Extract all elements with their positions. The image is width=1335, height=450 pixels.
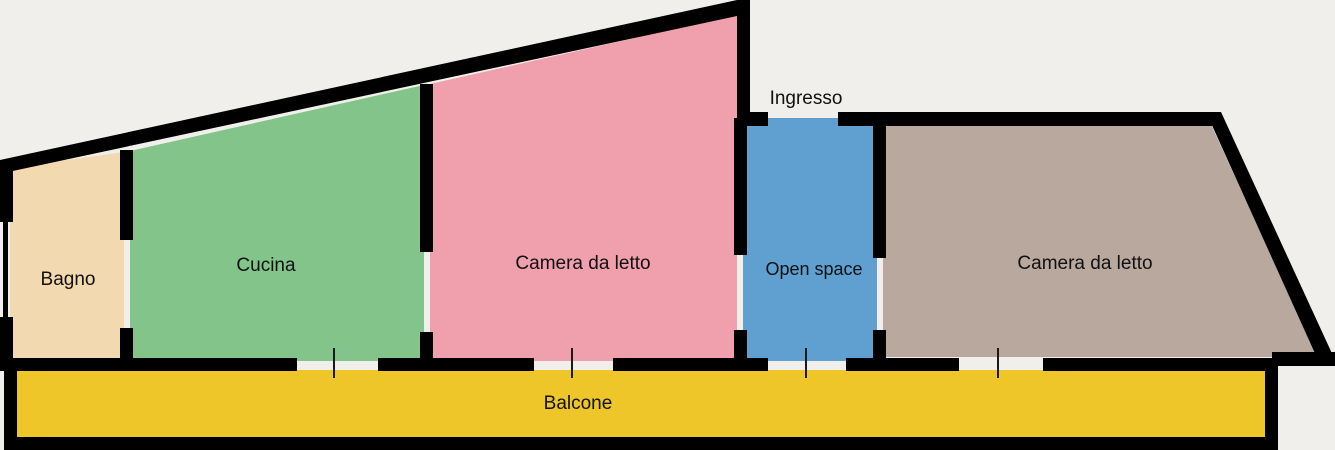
- wall-bagno-cucina-upper: [120, 150, 133, 240]
- wall-top-right-room: [878, 112, 1212, 126]
- wall-bagno-cucina-lower: [120, 328, 133, 364]
- wall-right-bottom-stub: [1272, 352, 1335, 366]
- room-label-open-space: Open space: [765, 259, 862, 279]
- annotations: Ingresso: [770, 88, 843, 109]
- room-shape-camera-da-letto-2[interactable]: [883, 118, 1318, 357]
- room-shape-camera-da-letto-1[interactable]: [430, 15, 737, 361]
- room-label-cucina: Cucina: [236, 255, 296, 276]
- wall-left-outer-lower: [0, 317, 13, 370]
- wall-camera1-openspace-upper: [734, 118, 747, 255]
- room-label-camera-da-letto-1: Camera da letto: [515, 253, 650, 274]
- wall-openspace-camera2-lower: [873, 330, 886, 364]
- room-label-camera-da-letto-2: Camera da letto: [1017, 253, 1152, 274]
- window-left-bagno: [3, 222, 8, 317]
- wall-gable-right: [737, 0, 750, 126]
- wall-cucina-camera1-lower: [420, 332, 433, 364]
- wall-camera1-openspace-lower: [734, 330, 747, 364]
- annotation-label-ingresso: Ingresso: [770, 88, 843, 109]
- wall-bottom-seg-4: [846, 358, 959, 371]
- wall-bottom-seg-5: [1043, 358, 1278, 371]
- room-shape-bagno[interactable]: [10, 152, 124, 361]
- door-openings: [333, 348, 999, 378]
- room-label-balcone: Balcone: [544, 393, 613, 414]
- room-shape-balcone[interactable]: [16, 370, 1272, 441]
- wall-balcone-left: [4, 361, 17, 446]
- wall-openspace-camera2-upper: [873, 118, 886, 258]
- wall-bottom-seg-3: [613, 358, 768, 371]
- room-shape-open-space[interactable]: [743, 118, 877, 361]
- room-shape-cucina[interactable]: [130, 85, 424, 361]
- wall-cucina-camera1-upper: [420, 84, 433, 252]
- wall-balcone-right: [1265, 361, 1278, 446]
- wall-left-outer-upper: [0, 160, 13, 222]
- wall-balcone-bottom: [4, 437, 1278, 450]
- room-fills: [10, 15, 1318, 441]
- room-labels: Bagno Cucina Camera da letto Open space …: [41, 253, 1153, 414]
- wall-top-sloped-left: [0, 0, 737, 172]
- wall-right-sloped: [1206, 112, 1335, 360]
- wall-bottom-seg-1: [0, 358, 297, 371]
- room-label-bagno: Bagno: [41, 269, 96, 290]
- wall-bottom-seg-2: [378, 358, 534, 371]
